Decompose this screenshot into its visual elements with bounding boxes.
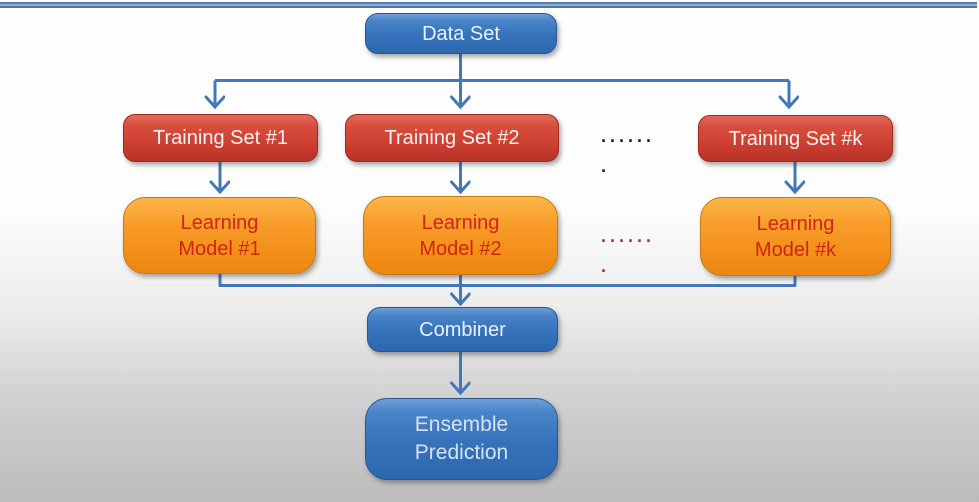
top-divider-rule: [0, 2, 977, 8]
node-training-set-1-label: Training Set #1: [153, 127, 288, 149]
node-ensemble-prediction: Ensemble Prediction: [365, 398, 558, 480]
node-learning-model-k-label-line1: Learning: [756, 212, 835, 235]
ellipsis-model-row-line2: .: [601, 256, 611, 276]
ellipsis-training-row-line2: .: [601, 156, 611, 176]
node-learning-model-1-label-line1: Learning: [180, 211, 259, 234]
node-learning-model-k-label-line2: Model #k: [754, 238, 837, 261]
node-training-set-k-label: Training Set #k: [728, 127, 863, 150]
node-training-set-2-label: Training Set #2: [384, 127, 520, 149]
node-training-set-1: Training Set #1: [123, 114, 318, 162]
node-learning-model-1: Learning Model #1: [123, 197, 316, 274]
node-learning-model-2-label-line2: Model #2: [419, 237, 502, 260]
edge-models-combiner-bus: [218, 272, 797, 287]
node-learning-model-2: Learning Model #2: [363, 196, 558, 275]
node-data-set-label: Data Set: [422, 22, 500, 45]
node-learning-model-1-label-line2: Model #1: [178, 237, 261, 260]
node-combiner-label: Combiner: [419, 318, 506, 341]
node-learning-model-2-label-line1: Learning: [421, 211, 500, 234]
node-combiner: Combiner: [367, 307, 558, 352]
ellipsis-training-row: ...... .: [601, 121, 655, 181]
node-learning-model-k: Learning Model #k: [700, 197, 891, 276]
node-ensemble-prediction-label-line2: Prediction: [414, 441, 509, 464]
ellipsis-model-row-line1: ......: [601, 226, 656, 246]
ellipsis-training-row-line1: ......: [601, 126, 656, 146]
node-training-set-2: Training Set #2: [345, 114, 559, 162]
node-data-set: Data Set: [365, 13, 557, 54]
node-training-set-k: Training Set #k: [698, 115, 893, 162]
ellipsis-model-row: ...... .: [601, 221, 655, 281]
node-ensemble-prediction-label-line1: Ensemble: [414, 413, 509, 436]
